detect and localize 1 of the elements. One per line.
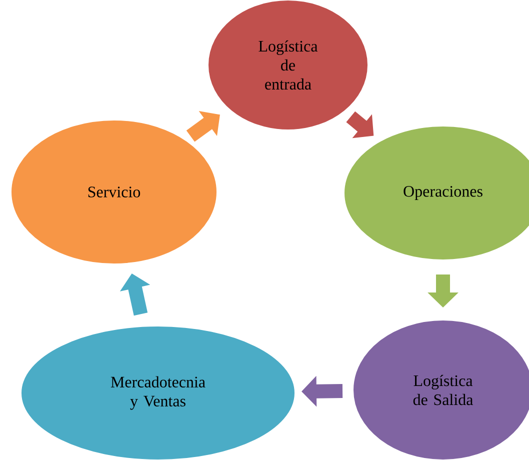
- block-arrow: [186, 111, 220, 142]
